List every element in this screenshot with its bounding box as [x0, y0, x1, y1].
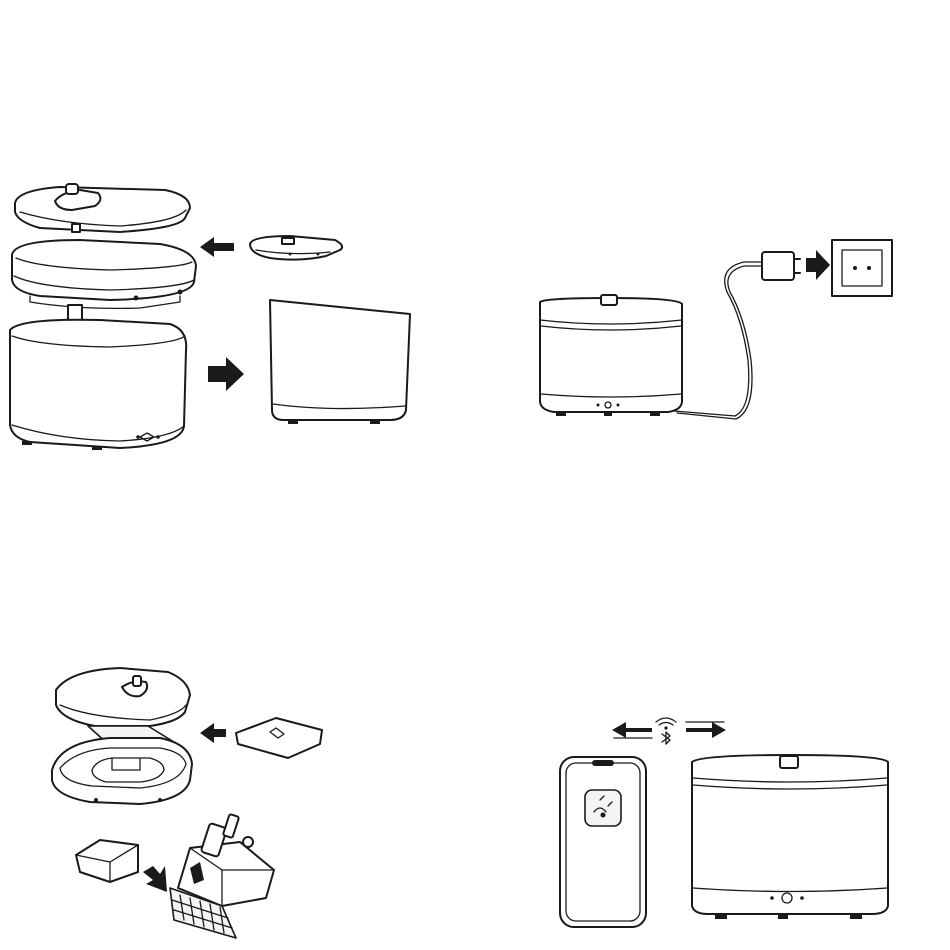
filter-tray-removed	[250, 236, 342, 260]
smartphone	[560, 757, 647, 927]
lid	[15, 184, 190, 232]
bluetooth-icon	[662, 732, 670, 744]
fountain-assembled	[540, 295, 682, 416]
app-icon[interactable]	[585, 790, 621, 826]
wifi-icon	[656, 718, 676, 730]
panel-power-connection	[540, 240, 892, 419]
sponge-filter	[76, 840, 138, 882]
fountain-assembled	[692, 755, 888, 919]
arrow-right-icon	[208, 357, 244, 391]
panel-disassembly	[10, 184, 410, 450]
water-pump	[170, 814, 274, 938]
panel-filter-and-pump	[52, 668, 322, 938]
water-tray	[12, 240, 196, 308]
arrow-left-icon	[200, 723, 226, 743]
fountain-body	[10, 320, 186, 450]
arrow-left-icon	[612, 722, 652, 738]
power-adapter	[762, 252, 800, 280]
panel-app-pairing	[560, 718, 888, 927]
arrow-left-icon	[200, 237, 234, 257]
arrow-down-right-icon	[143, 866, 167, 892]
power-cable	[674, 262, 762, 416]
arrow-right-icon	[806, 250, 830, 280]
water-tray	[52, 738, 192, 804]
arrow-right-icon	[686, 722, 726, 738]
lid	[56, 668, 190, 726]
wall-socket	[832, 240, 892, 296]
outer-shell-removed	[270, 300, 410, 424]
filter-plate-new	[236, 718, 322, 758]
